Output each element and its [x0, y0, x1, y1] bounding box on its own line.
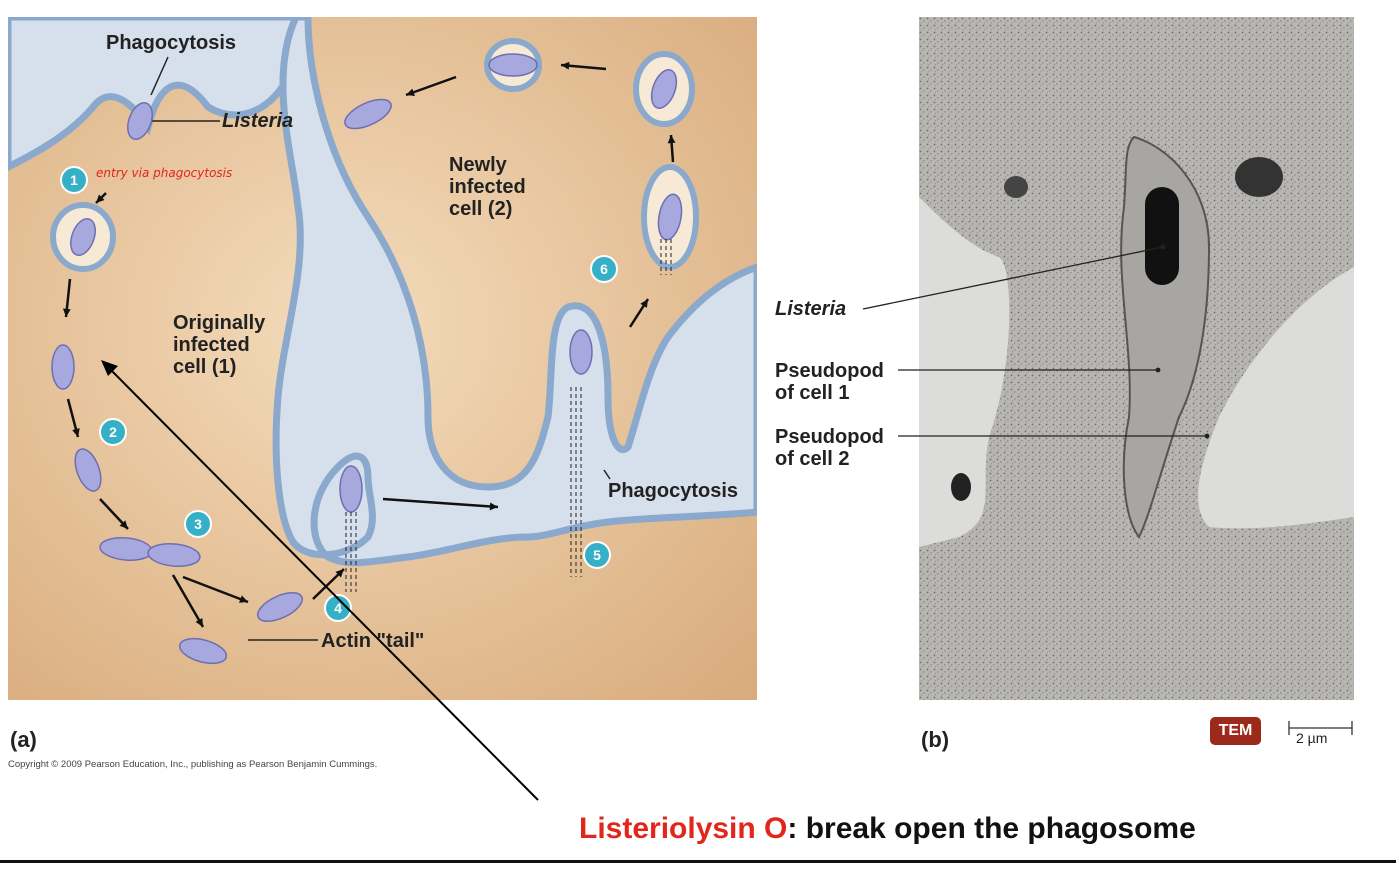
label-newly-infected-1: Newly	[449, 154, 508, 176]
handwritten-note: entry via phagocytosis	[96, 166, 232, 180]
bacterium-new-top	[650, 69, 678, 109]
tem-image	[919, 17, 1354, 700]
panel-b-micrograph	[919, 17, 1354, 700]
extracellular-right	[1198, 267, 1354, 529]
step-badge-2: 2	[99, 418, 127, 446]
label-phagocytosis-bottom: Phagocytosis	[608, 480, 738, 502]
label-actin-tail: Actin "tail"	[321, 630, 424, 652]
listeria-bacterium	[1145, 187, 1179, 285]
step-number-1: 1	[70, 172, 78, 188]
label-originally-3: cell (1)	[173, 356, 236, 378]
step-badge-5: 5	[583, 541, 611, 569]
step-badge-4: 4	[324, 594, 352, 622]
panel-a-svg: Phagocytosis Listeria Newly infected cel…	[8, 17, 757, 700]
step-circle-1	[60, 166, 88, 194]
arrow-12	[405, 75, 457, 97]
bacterium-ruptured	[488, 53, 538, 77]
label-originally-2: infected	[173, 334, 250, 356]
label-listeria-b: Listeria	[775, 298, 846, 320]
caption-rest: : break open the phagosome	[787, 812, 1196, 845]
pseudopod-cell-1	[1120, 135, 1211, 539]
tem-badge: TEM	[1210, 717, 1261, 745]
label-newly-infected-2: infected	[449, 176, 526, 198]
arrow-10-head	[667, 135, 676, 144]
label-newly-infected-3: cell (2)	[449, 198, 512, 220]
bacterium-entry	[127, 102, 153, 140]
arrow-1-head	[96, 194, 105, 203]
label-phagocytosis-top: Phagocytosis	[106, 32, 236, 54]
panel-b-letter: (b)	[921, 727, 950, 752]
organelle-right	[1235, 157, 1283, 197]
panel-a-letter: (a)	[10, 727, 37, 752]
bottom-caption: Listeriolysin O: break open the phagosom…	[579, 812, 1196, 846]
arrow-11-head	[561, 61, 570, 70]
bacterium-small	[951, 473, 971, 501]
caption-highlight: Listeriolysin O	[579, 812, 788, 845]
step-badge-3: 3	[184, 510, 212, 538]
label-pseudopod-cell2-line1: Pseudopod	[775, 426, 884, 448]
label-listeria-a: Listeria	[222, 110, 293, 132]
arrow-12-head	[406, 88, 415, 96]
organelle-left	[1004, 176, 1028, 198]
step-number-2: 2	[109, 424, 117, 440]
step-badge-1: 1	[60, 166, 88, 194]
label-originally-1: Originally	[173, 312, 266, 334]
bacterium-vacuole	[70, 218, 96, 256]
arrow-9-head	[640, 299, 648, 308]
bottom-divider	[0, 860, 1396, 863]
label-pseudopod-cell1-line2: of cell 1	[775, 382, 849, 404]
bacterium-pseudopod	[569, 329, 593, 375]
step-number-4: 4	[334, 600, 342, 616]
step-circle-5	[583, 541, 611, 569]
bacterium-step2	[74, 448, 102, 492]
bacterium-released	[344, 98, 392, 130]
bacterium-escaping	[51, 344, 75, 390]
step-number-6: 6	[600, 261, 608, 277]
label-pseudopod-cell2-line2: of cell 2	[775, 448, 849, 470]
step-badge-6: 6	[590, 255, 618, 283]
step-number-3: 3	[194, 516, 202, 532]
step-number-5: 5	[593, 547, 601, 563]
bacterium-protrusion	[339, 465, 363, 513]
scale-bar-label: 2 µm	[1296, 730, 1328, 746]
arrow-3-head	[72, 428, 80, 437]
arrow-2-head	[62, 308, 71, 317]
panel-a-illustration: Phagocytosis Listeria Newly infected cel…	[8, 17, 757, 700]
label-pseudopod-cell1-line1: Pseudopod	[775, 360, 884, 382]
copyright-notice: Copyright © 2009 Pearson Education, Inc.…	[8, 759, 378, 770]
step-circle-6	[590, 255, 618, 283]
